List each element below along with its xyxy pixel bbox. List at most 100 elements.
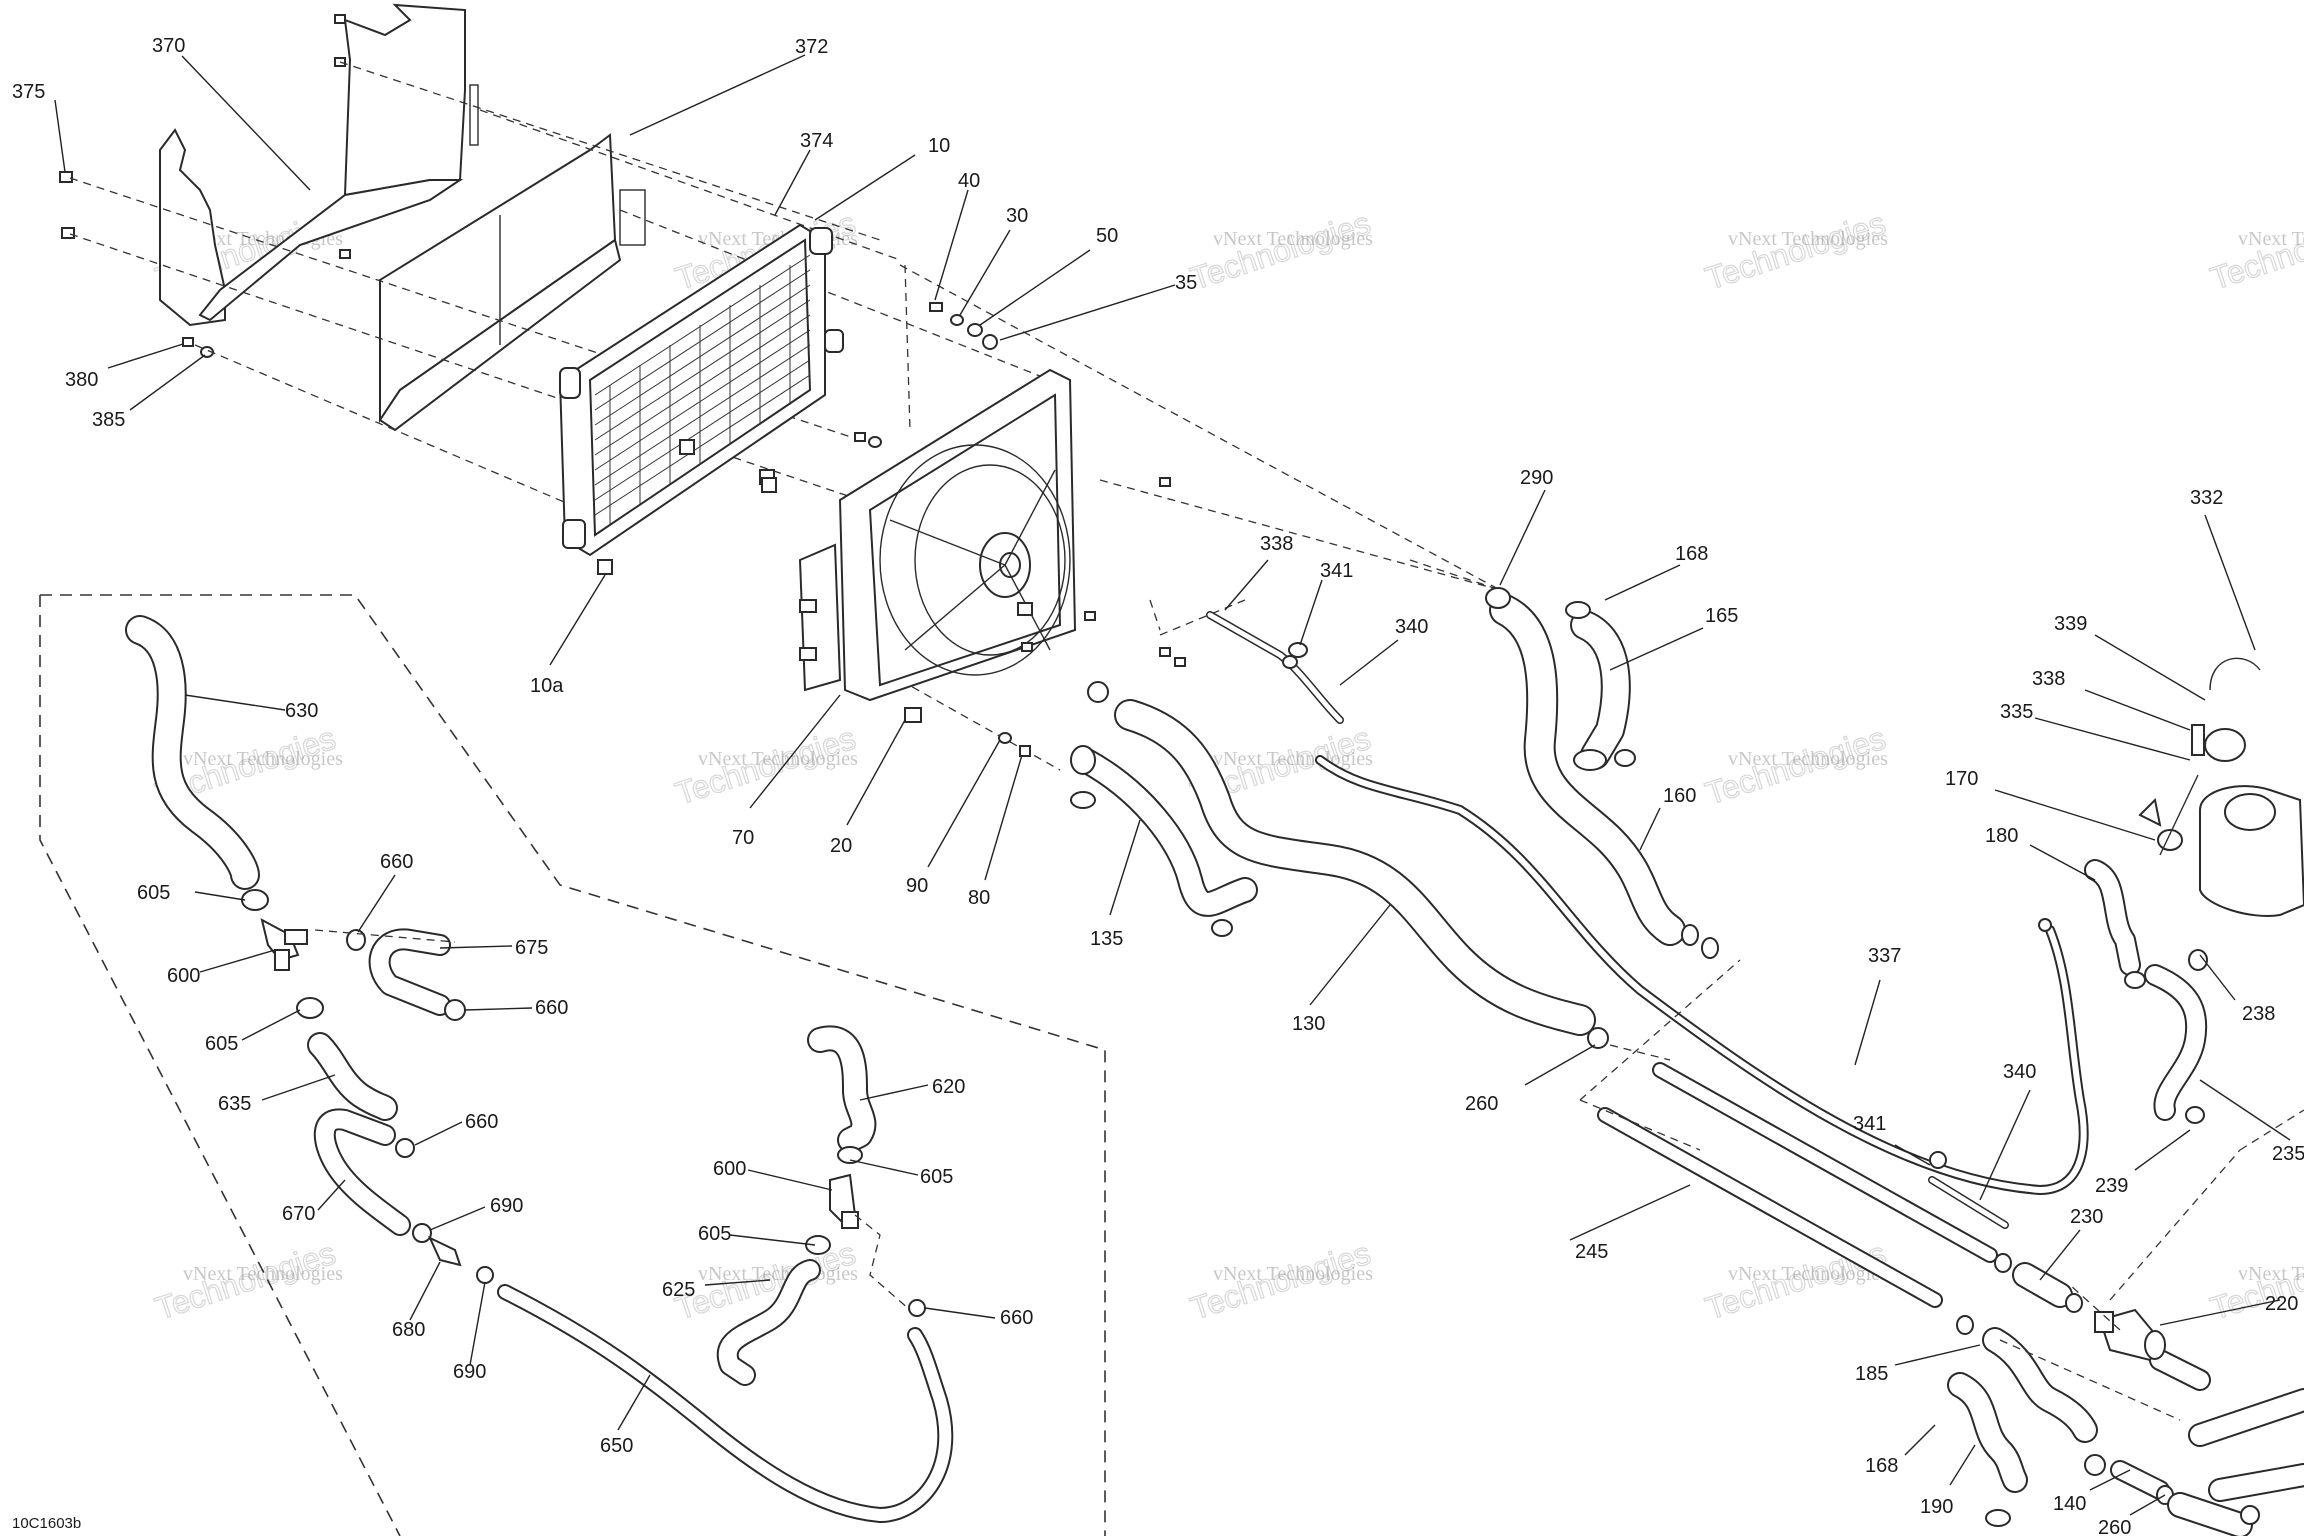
callout-332: 332 <box>2190 487 2223 509</box>
callout-245: 245 <box>1575 1241 1608 1263</box>
hose-290-160 <box>1485 587 1719 959</box>
hose-675 <box>368 928 466 1021</box>
callout-50: 50 <box>1096 225 1118 247</box>
svg-text:vNext Technologies: vNext Technologies <box>1728 1263 1888 1285</box>
callout-90: 90 <box>906 875 928 897</box>
callout-338: 338 <box>1260 533 1293 555</box>
callout-30: 30 <box>1006 205 1028 227</box>
callout-635: 635 <box>218 1093 251 1115</box>
svg-text:vNext Technologies: vNext Technologies <box>698 748 858 770</box>
radiator-10 <box>558 223 844 557</box>
callout-135: 135 <box>1090 928 1123 950</box>
callout-335: 335 <box>2000 701 2033 723</box>
svg-text:vNext Technologies: vNext Technologies <box>1728 748 1888 770</box>
callout-339: 339 <box>2054 613 2087 635</box>
diagram-code: 10C1603b <box>12 1515 81 1532</box>
watermark-9: Technologies vNext Technologies <box>1700 719 1890 812</box>
callout-660-b: 660 <box>535 997 568 1019</box>
callout-605-a: 605 <box>137 882 170 904</box>
svg-text:vNext Technologies: vNext Technologies <box>183 1263 343 1285</box>
leader-lines <box>54 54 2291 1516</box>
watermark-12: Technologies vNext Technologies <box>1185 1234 1375 1327</box>
callout-690-b: 690 <box>453 1361 486 1383</box>
callout-340-right: 340 <box>2003 1061 2036 1083</box>
callout-168: 168 <box>1675 543 1708 565</box>
callout-370: 370 <box>152 35 185 57</box>
callout-260: 260 <box>1465 1093 1498 1115</box>
fitting-680-690 <box>412 1223 494 1284</box>
svg-text:vNext Technologies: vNext Technologies <box>1213 228 1373 250</box>
tube-245 <box>1597 1107 1974 1335</box>
hose-625 <box>716 1259 821 1386</box>
callout-35: 35 <box>1175 272 1197 294</box>
svg-text:vNext Technologies: vNext Technologies <box>2238 228 2304 250</box>
hose-180-235 <box>2084 859 2208 1124</box>
clamp-605-c <box>805 1235 831 1255</box>
svg-text:Technologies: Technologies <box>2206 205 2304 297</box>
callout-130: 130 <box>1292 1013 1325 1035</box>
assembly-lines-bottom <box>1579 959 2304 1421</box>
tee-600-right <box>829 1173 859 1229</box>
svg-text:Technologies: Technologies <box>1186 205 1375 297</box>
svg-text:vNext Technologies: vNext Technologies <box>1213 1263 1373 1285</box>
clamp-660-a <box>346 929 366 951</box>
callout-650: 650 <box>600 1435 633 1457</box>
kit-dashed-connector <box>314 929 911 1311</box>
hose-165 <box>1565 601 1636 771</box>
screw-375 <box>59 171 75 239</box>
callout-605-c: 605 <box>920 1166 953 1188</box>
callout-660-a: 660 <box>380 851 413 873</box>
callout-238: 238 <box>2242 1003 2275 1025</box>
svg-text:Technologies: Technologies <box>1701 205 1890 297</box>
watermark-4: Technologies vNext Technologies <box>1700 204 1890 297</box>
watermark-10: Technologies vNext Technologies <box>150 1234 343 1327</box>
tube-337 <box>1315 755 2089 1195</box>
hose-185-190 <box>1947 1327 2106 1527</box>
washer-90-screw-80 <box>854 432 1186 757</box>
callout-620: 620 <box>932 1076 965 1098</box>
callout-230: 230 <box>2070 1206 2103 1228</box>
callout-337: 337 <box>1868 945 1901 967</box>
grommet-20 <box>904 707 922 723</box>
watermark-5: Technologies vNext Technologies <box>2205 204 2304 297</box>
callout-140: 140 <box>2053 1493 2086 1515</box>
callout-341-right: 341 <box>1853 1113 1886 1135</box>
hose-340-right <box>1928 1151 2009 1229</box>
callout-239: 239 <box>2095 1175 2128 1197</box>
callout-630: 630 <box>285 700 318 722</box>
watermark-7: Technologies vNext Technologies <box>670 719 860 812</box>
thermostat-housing-220 <box>2094 1308 2166 1362</box>
callout-20: 20 <box>830 835 852 857</box>
tube-140 <box>2110 1349 2304 1536</box>
callout-160: 160 <box>1663 785 1696 807</box>
hose-130 <box>1087 681 1609 1049</box>
callout-680: 680 <box>392 1319 425 1341</box>
svg-text:vNext Technologies: vNext Technologies <box>1213 748 1373 770</box>
clamp-660-b <box>395 1138 415 1158</box>
callout-340: 340 <box>1395 616 1428 638</box>
callout-10: 10 <box>928 135 950 157</box>
air-deflector-370 <box>159 3 479 327</box>
callout-670: 670 <box>282 1203 315 1225</box>
radiator-fins <box>594 254 811 525</box>
callouts: 370 372 375 374 10 40 30 50 35 380 385 1… <box>12 35 2304 1536</box>
optional-kit-outline <box>39 594 1106 1536</box>
callout-660-c: 660 <box>465 1111 498 1133</box>
callout-625: 625 <box>662 1279 695 1301</box>
callout-185: 185 <box>1855 1363 1888 1385</box>
callout-600-a: 600 <box>167 965 200 987</box>
clamps-605-top <box>241 889 269 911</box>
callout-80: 80 <box>968 887 990 909</box>
svg-text:vNext Technologies: vNext Technologies <box>183 748 343 770</box>
callout-290: 290 <box>1520 467 1553 489</box>
hose-635 <box>307 1032 398 1121</box>
fan-assembly-70 <box>798 368 1077 702</box>
coolant-reservoir <box>2138 657 2304 917</box>
watermarks: Technologies vNext Technologies Technolo… <box>150 204 2304 1327</box>
callout-70: 70 <box>732 827 754 849</box>
callout-170: 170 <box>1945 768 1978 790</box>
clamp-605-b <box>296 997 324 1019</box>
callout-220: 220 <box>2265 1293 2298 1315</box>
screw-380-washer-385 <box>182 337 214 358</box>
